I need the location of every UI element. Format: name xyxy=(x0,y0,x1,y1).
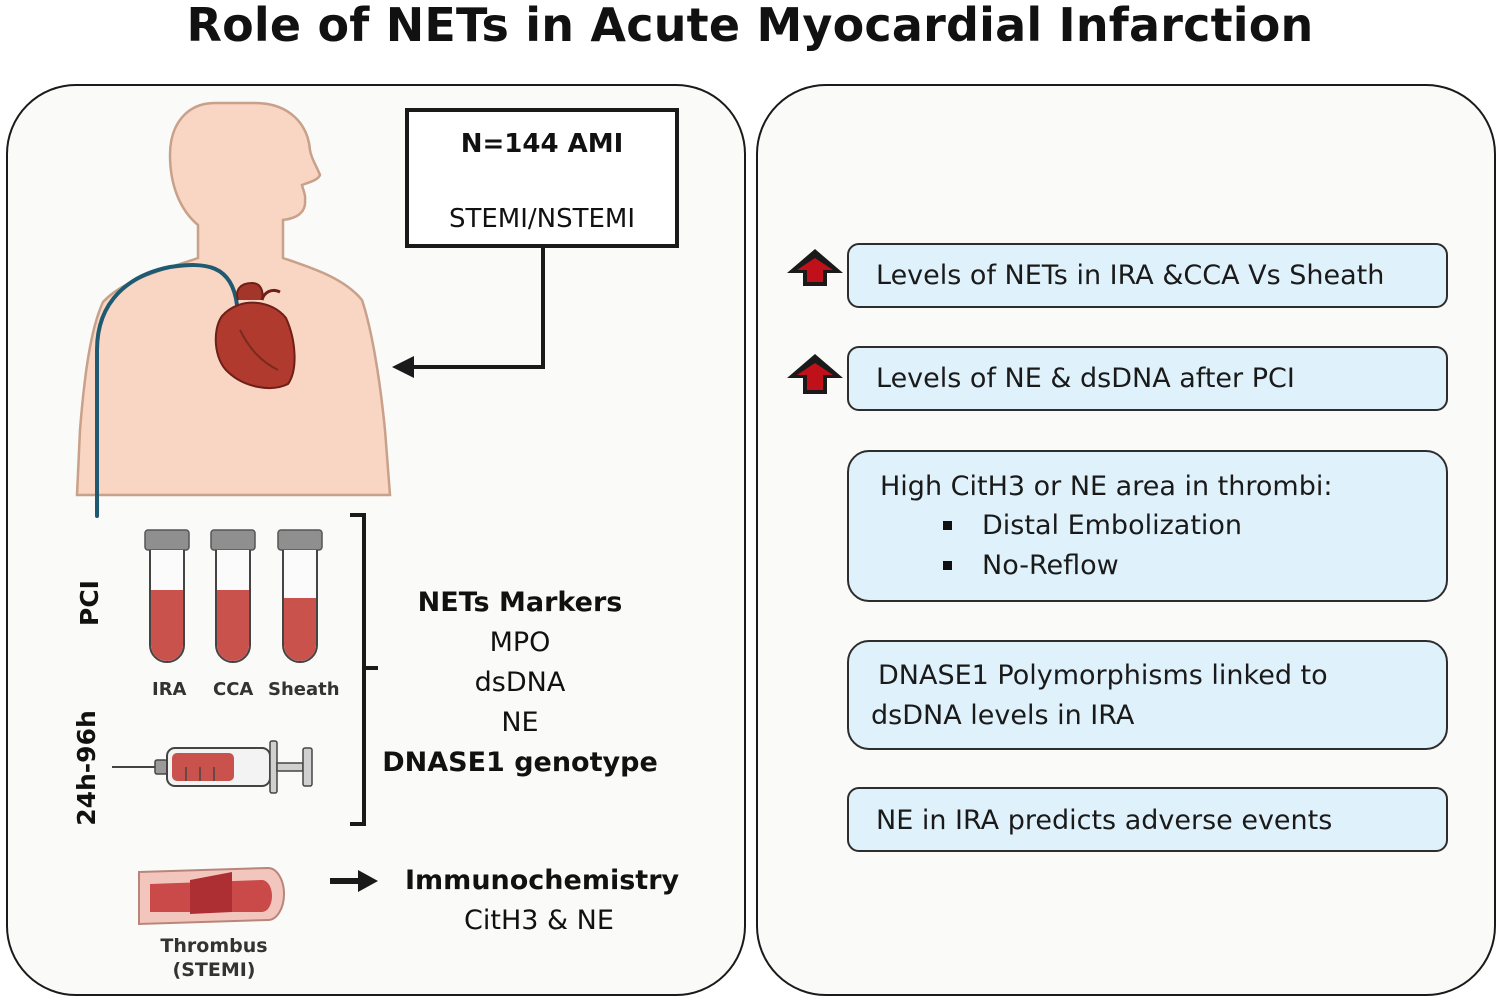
tube-label-cca: CCA xyxy=(213,679,254,700)
marker-item: MPO xyxy=(489,627,551,658)
nets-markers: NETs Markers MPO dsDNA NE DNASE1 genotyp… xyxy=(380,583,660,783)
patient-silhouette-icon xyxy=(75,101,392,497)
cohort-type: STEMI/NSTEMI xyxy=(448,204,636,234)
markers-genotype: DNASE1 genotype xyxy=(382,747,658,778)
tube-label-sheath: Sheath xyxy=(268,679,340,700)
syringe-icon xyxy=(112,740,313,794)
arrowhead-icon xyxy=(358,870,378,892)
timepoint-pci: PCI xyxy=(75,580,104,626)
blood-tube-icon xyxy=(144,529,190,663)
marker-item: NE xyxy=(501,707,539,738)
figure-title: Role of NETs in Acute Myocardial Infarct… xyxy=(186,0,1314,52)
markers-heading: NETs Markers xyxy=(417,587,623,618)
bullet-icon xyxy=(943,561,952,570)
cohort-size: N=144 AMI xyxy=(460,129,624,159)
finding-ne-adverse: NE in IRA predicts adverse events xyxy=(847,787,1448,852)
finding-dnase1: DNASE1 Polymorphisms linked to dsDNA lev… xyxy=(847,640,1448,750)
thrombus-label: Thrombus (STEMI) xyxy=(160,935,268,981)
timepoint-24h-96h: 24h-96h xyxy=(72,710,101,826)
finding-nets-levels: Levels of NETs in IRA &CCA Vs Sheath xyxy=(847,243,1448,308)
markers-bracket xyxy=(350,513,378,826)
increase-arrow-icon xyxy=(787,354,843,394)
finding-ne-dsdna: Levels of NE & dsDNA after PCI xyxy=(847,346,1448,411)
cohort-box: N=144 AMI STEMI/NSTEMI xyxy=(405,108,679,248)
arrowhead-icon xyxy=(392,356,414,378)
increase-arrow-icon xyxy=(787,249,843,286)
blood-tube-icon xyxy=(277,529,323,663)
catheter-icon xyxy=(95,263,242,518)
immunochemistry-label: Immunochemistry xyxy=(405,865,680,896)
blood-tube-icon xyxy=(210,529,256,663)
heart-icon xyxy=(214,281,296,389)
marker-item: dsDNA xyxy=(474,667,566,698)
finding-thrombi: High CitH3 or NE area in thrombi: Distal… xyxy=(847,450,1448,602)
bullet-icon xyxy=(943,521,952,530)
thrombus-icon xyxy=(138,866,285,926)
tube-label-ira: IRA xyxy=(152,679,187,700)
cohort-connector xyxy=(410,248,545,369)
immunochemistry-stains: CitH3 & NE xyxy=(464,905,614,936)
